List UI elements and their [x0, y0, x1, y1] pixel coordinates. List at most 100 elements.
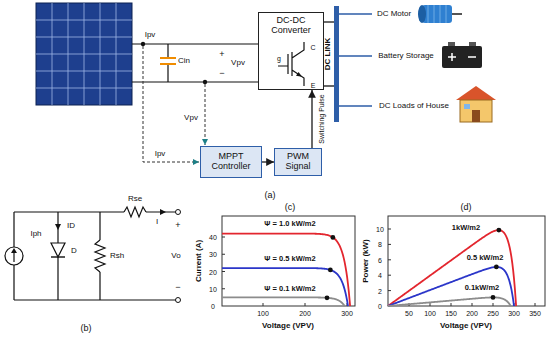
sensing-line [205, 84, 206, 145]
axis-title: Voltage (VPV) [262, 322, 314, 330]
motor-icon [418, 5, 426, 23]
pv-cell-grid [36, 3, 132, 105]
pv-curve [388, 267, 514, 306]
component-label: Rse [128, 195, 142, 203]
diode-bar [51, 256, 65, 257]
component-label: Rsh [110, 252, 124, 260]
battery-icon [442, 46, 482, 68]
panel-label: (a) [265, 191, 276, 200]
igbt-symbol [278, 42, 304, 86]
mpp-dot [325, 295, 330, 300]
bus-label: DC LINK [324, 38, 332, 70]
resistor-symbol [124, 207, 146, 217]
axis-title: Voltage (VPV) [440, 322, 492, 330]
load-label: DC Motor [377, 10, 411, 18]
circuit-wire [14, 212, 178, 300]
voltage-label: Vpv [184, 114, 198, 122]
motor-icon [422, 5, 452, 23]
tick-label: 20 [209, 268, 217, 275]
pin-name: E [311, 82, 316, 89]
panel-label: (d) [461, 203, 472, 212]
resistor-symbol [95, 240, 105, 272]
tick-label: 4 [378, 272, 382, 279]
axis-title: Power (kW) [362, 239, 370, 283]
tick-label: 10 [209, 285, 217, 292]
terminal-dot [176, 210, 181, 215]
polarity-sign: − [175, 283, 180, 292]
tick-label: 6 [378, 256, 382, 263]
pin-name: C [310, 44, 315, 51]
curve-label: Ψ = 1.0 kW/m2 [264, 220, 315, 228]
capacitor-label: Cin [178, 57, 190, 65]
tick-label: 50 [405, 310, 413, 317]
iv-curve [222, 268, 348, 306]
igbt-arrow [296, 72, 302, 77]
curve-label: Ψ = 0.1 kW/m2 [264, 285, 315, 293]
plot-frame [388, 216, 545, 306]
current-arrow [55, 224, 61, 230]
motor-fins [428, 5, 446, 23]
current-source-arrow [11, 248, 17, 253]
motor-shaft [452, 13, 462, 15]
sensing-line [143, 46, 199, 162]
axis-title: Current (A) [195, 240, 203, 282]
tick-label: 100 [257, 310, 269, 317]
tick-label: 8 [378, 241, 382, 248]
box-title: PWM Signal [278, 152, 318, 172]
pv-wire [132, 44, 258, 82]
axis-ticks [388, 229, 535, 306]
house-door [472, 110, 480, 122]
current-label: Ipv [145, 31, 156, 39]
signal-box: PWM Signal [274, 148, 322, 176]
terminal-dot [176, 298, 181, 303]
controller-box: MPPT Controller [200, 146, 262, 178]
edge-label: Switching Pulse [318, 94, 325, 143]
panel-label: (b) [81, 324, 92, 333]
tick-label: 300 [341, 310, 353, 317]
junction-dot [141, 42, 145, 46]
box-title: MPPT Controller [204, 152, 258, 172]
battery-terminal [469, 42, 476, 46]
mpp-dot [494, 265, 499, 270]
axis-ticks [222, 237, 347, 306]
connector [311, 90, 312, 148]
capacitor-symbol [160, 58, 176, 64]
load-label: Battery Storage [378, 52, 434, 60]
load-label: DC Loads of House [379, 102, 449, 110]
junction-dot [203, 80, 207, 84]
component-label: D [71, 247, 77, 255]
current-label: I [156, 218, 158, 226]
tick-label: 40 [209, 234, 217, 241]
polarity-sign: + [175, 221, 180, 230]
plot-frame [222, 216, 355, 306]
connector [262, 161, 274, 162]
pv-panel [36, 3, 132, 105]
curve-label: 0.5 kW/m2 [467, 254, 504, 262]
tick-label: 200 [299, 310, 311, 317]
polarity-sign: + [219, 50, 224, 59]
curve-label: Ψ = 0.5 kW/m2 [264, 255, 315, 263]
current-arrow [160, 209, 166, 215]
panel-label: (c) [285, 203, 296, 212]
polarity-sign: − [219, 69, 224, 78]
tick-label: 150 [445, 310, 457, 317]
house-roof [456, 86, 496, 100]
current-label: ID [67, 222, 75, 230]
house-window [464, 104, 470, 109]
current-label: Iph [30, 230, 41, 238]
tick-label: 10 [376, 226, 384, 233]
curve-label: 0.1kW/m2 [465, 284, 500, 292]
battery-polarity [448, 53, 476, 61]
battery-terminal [448, 42, 455, 46]
tick-label: 250 [487, 310, 499, 317]
tick-label: 100 [424, 310, 436, 317]
mpp-dot [330, 235, 335, 240]
current-source-arrow [13, 252, 14, 262]
voltage-label: Vpv [231, 59, 245, 67]
dc-link-bar: DC LINK [334, 6, 339, 122]
box-title: DC-DC Converter [262, 16, 320, 36]
tick-label: 350 [529, 310, 541, 317]
mpp-dot [491, 295, 496, 300]
tick-label: 0 [378, 303, 382, 310]
